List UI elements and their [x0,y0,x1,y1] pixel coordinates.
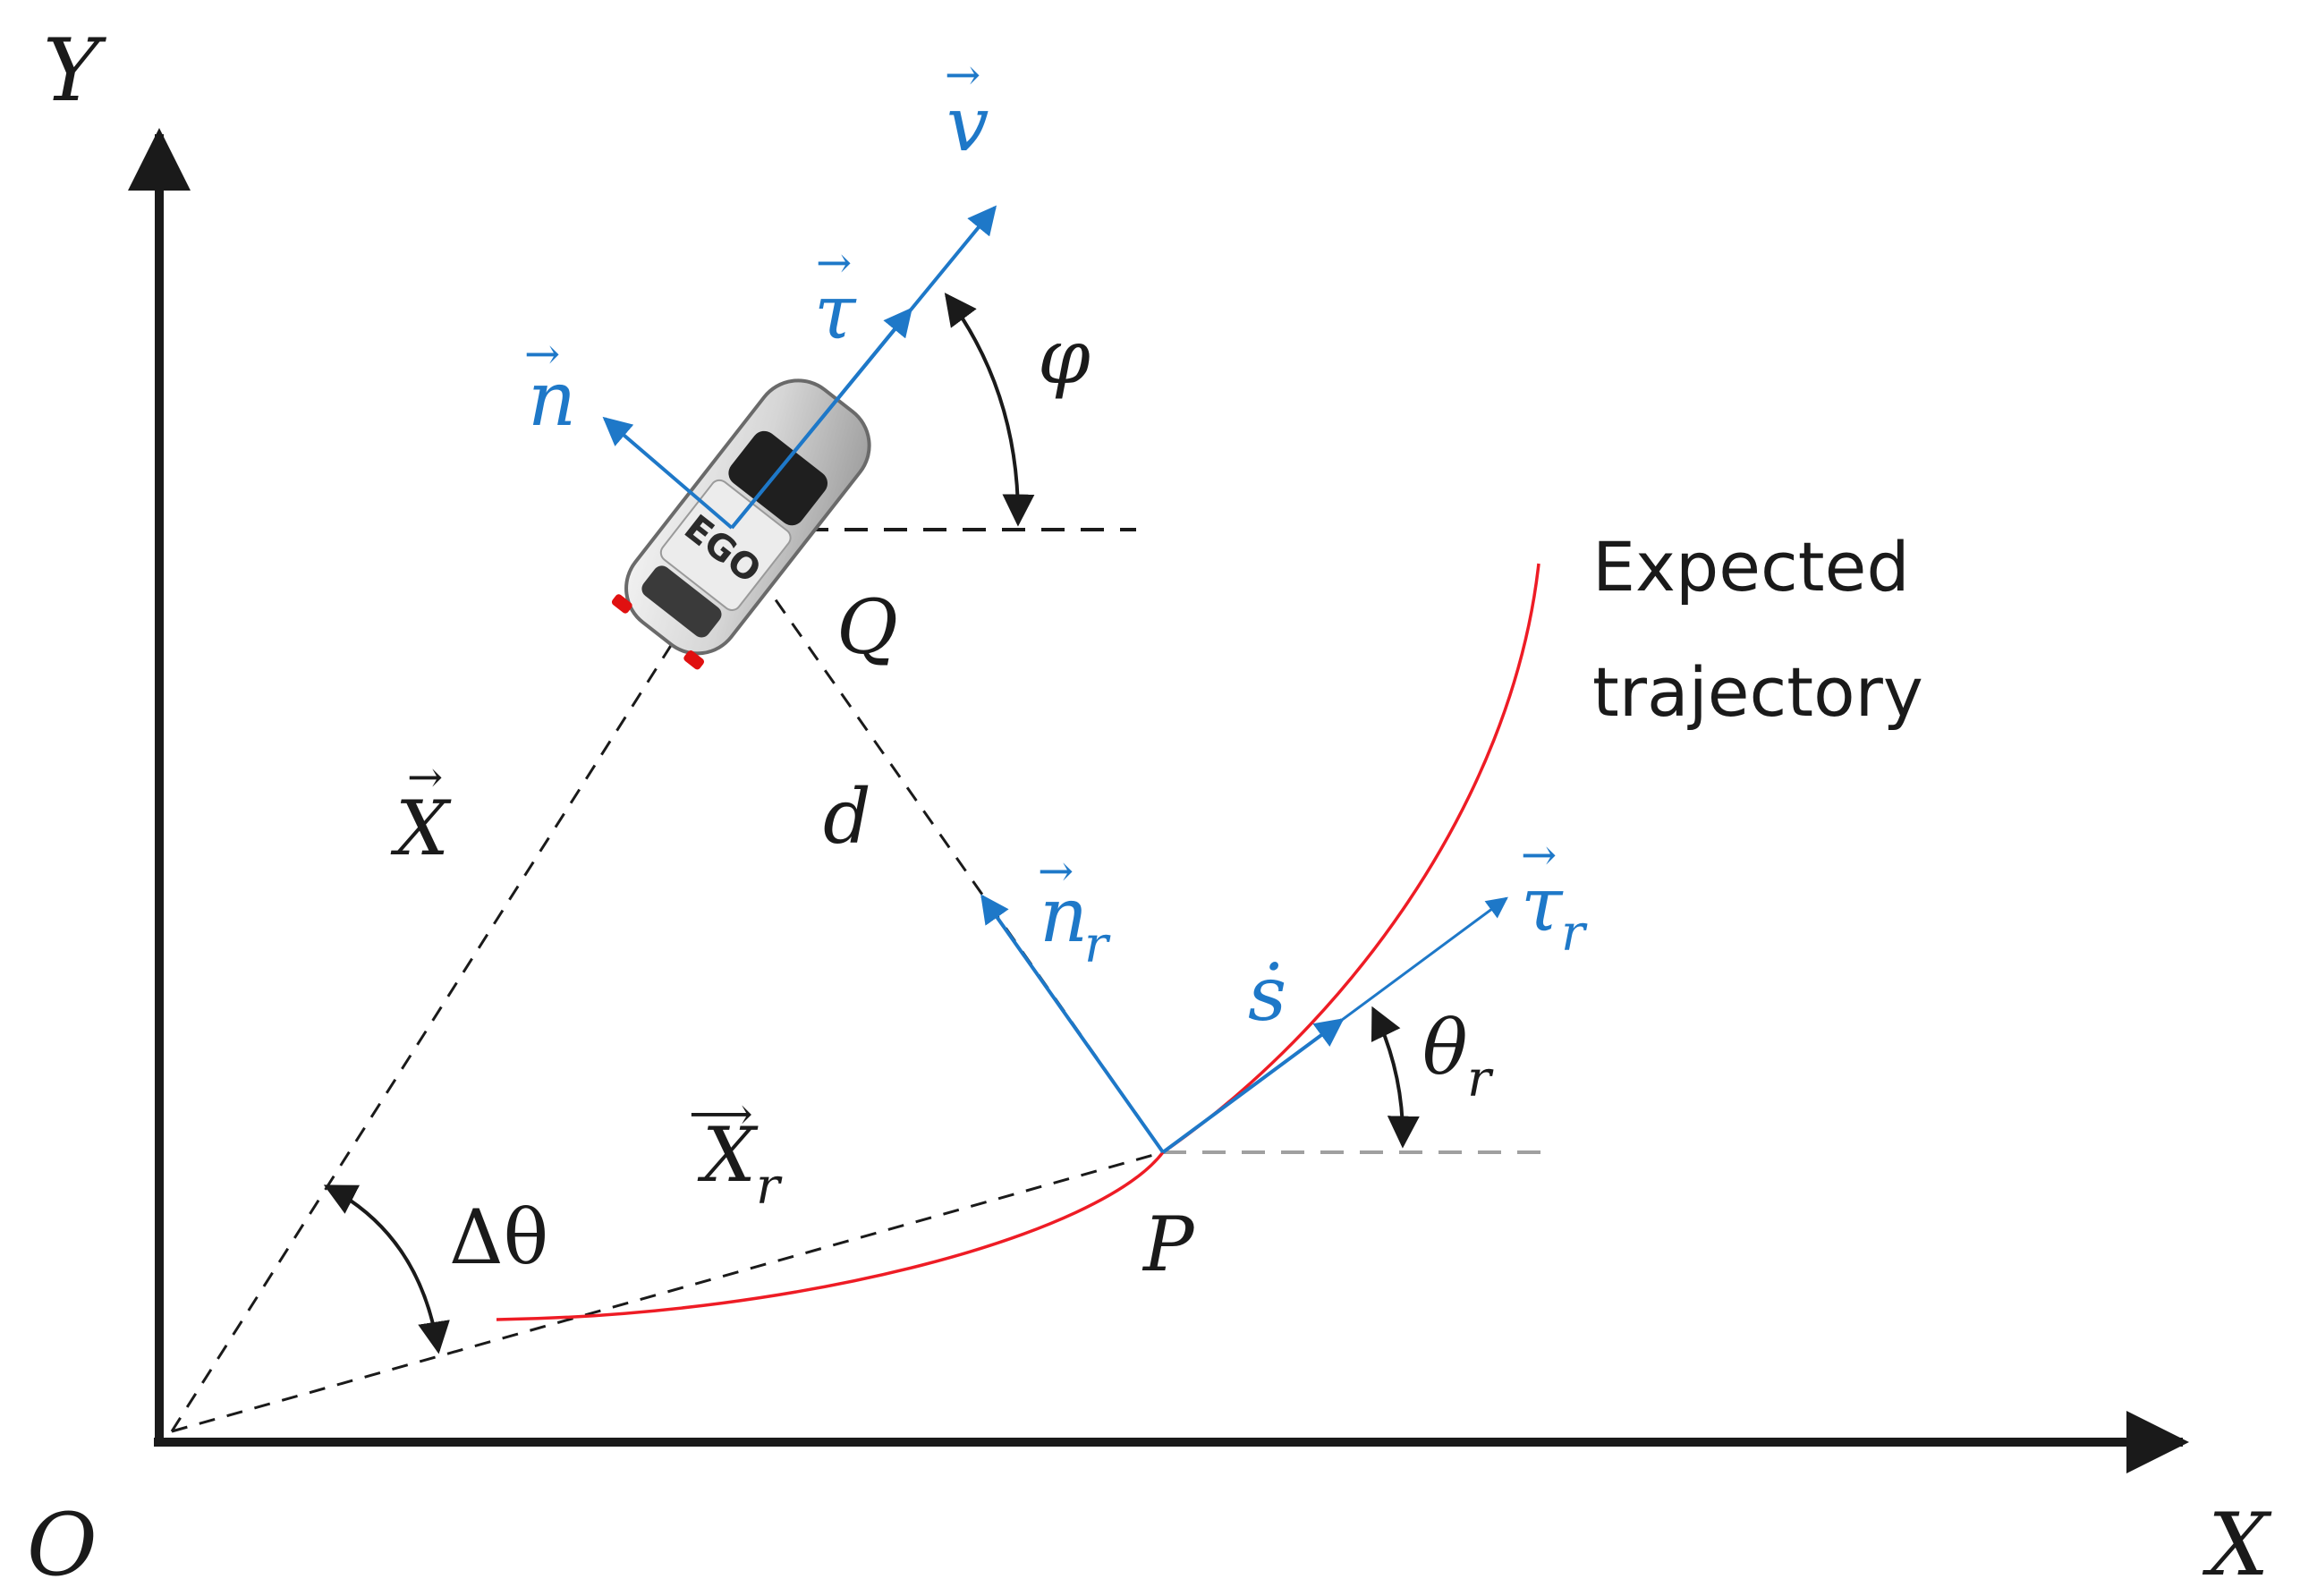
v-arrow: → [945,50,980,100]
v-label: → v [945,50,989,168]
trajectory-caption: Expected trajectory [1592,527,1923,732]
reference-normal-vector [980,894,1165,1154]
blue-labels: → v → τ → n → n r → τ r ṡ [524,50,1588,1038]
delta-theta-label: Δθ [449,1193,548,1281]
n-r-label: → n r [1038,846,1111,974]
v-text: v [946,81,989,168]
black-labels: Y X O φ Q X → d θ r ⟶ X r Δθ P [27,21,2272,1595]
caption-line-2: trajectory [1592,652,1923,732]
n-r-sub: r [1084,916,1111,974]
phi-arc [944,293,1035,527]
tau-r-arrow: → [1521,830,1557,880]
n-text: n [528,355,576,443]
theta-r-arc [1371,1006,1420,1149]
tau-arrow: → [816,238,852,288]
s-dot-vector [1161,1018,1345,1154]
car-roof [659,479,792,611]
theta-r-sub: r [1467,1050,1494,1108]
n-r-arrow: → [1038,846,1074,896]
x-axis-label: X [2202,1495,2272,1595]
car-rear-window [641,565,722,638]
position-vector-line [170,616,691,1432]
reference-position-line [171,1150,1164,1433]
delta-theta-arc [323,1184,450,1354]
x-r-arrow: ⟶ [689,1088,753,1140]
tangent-vector [730,307,913,530]
theta-r-label: θ r [1422,1004,1494,1108]
x-vector-arrow: → [407,752,443,802]
n-r-text: n [1040,871,1088,959]
theta-r-text: θ [1422,1004,1468,1091]
origin-label: O [27,1495,98,1595]
expected-trajectory-curve [496,563,1540,1321]
tau-r-text: τ [1521,861,1564,948]
tau-r-sub: r [1561,904,1588,963]
d-label: d [823,773,871,861]
s-dot-label: ṡ [1248,950,1286,1038]
angle-arcs [323,293,1420,1354]
car-icon: EGO [611,378,871,670]
x-vector-text: X [390,785,452,872]
caption-line-1: Expected [1592,527,1910,607]
vectors [602,205,1508,1154]
car-tail-light-right [683,650,705,670]
n-arrow: → [524,329,560,379]
normal-vector [602,416,734,530]
x-r-sub: r [756,1158,783,1216]
x-r-vector-label: ⟶ X r [689,1088,783,1216]
car-windshield [728,430,828,526]
tau-label: → τ [814,238,857,356]
tau-r-label: → τ r [1521,830,1588,963]
car-tail-light-left [611,594,632,614]
n-label: → n [524,329,576,443]
x-r-text: X [697,1111,759,1199]
x-vector-label: X → [390,752,452,872]
y-axis-label: Y [43,21,107,121]
axes [128,128,2189,1473]
p-label: P [1142,1201,1195,1288]
tau-text: τ [814,268,857,356]
phi-label: φ [1038,313,1091,401]
q-label: Q [836,583,898,671]
